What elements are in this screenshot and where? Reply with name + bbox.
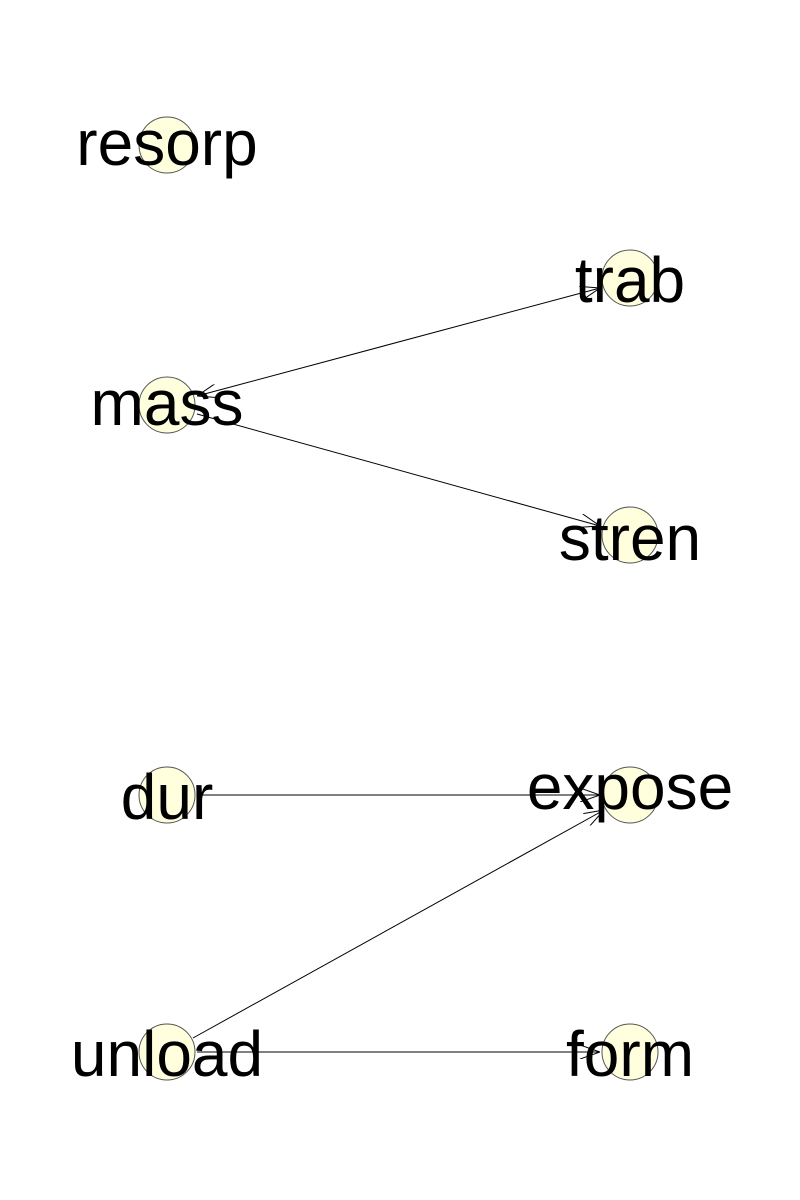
node-mass-label: mass [91,367,244,439]
node-form-circle [601,1023,659,1081]
edge-mass-stren [196,413,600,526]
node-unload-circle [138,1023,196,1081]
node-form-label: form [566,1018,694,1090]
node-trab-label: trab [575,244,685,316]
node-stren-circle [601,506,659,564]
edges [192,288,604,1052]
node-unload-label: unload [71,1018,263,1090]
node-expose-circle [601,766,659,824]
node-labels: resorp trab mass stren dur expose unload… [71,107,733,1090]
node-stren-label: stren [559,502,701,574]
node-circles [138,116,659,1081]
edge-mass-trab [197,288,600,396]
node-expose-label: expose [527,751,733,823]
node-trab-circle [601,249,659,307]
node-mass-circle [138,376,196,434]
node-resorp-circle [138,116,196,174]
node-dur-label: dur [121,761,214,833]
edge-unload-expose [192,810,604,1039]
node-resorp-label: resorp [76,107,257,179]
node-dur-circle [138,766,196,824]
